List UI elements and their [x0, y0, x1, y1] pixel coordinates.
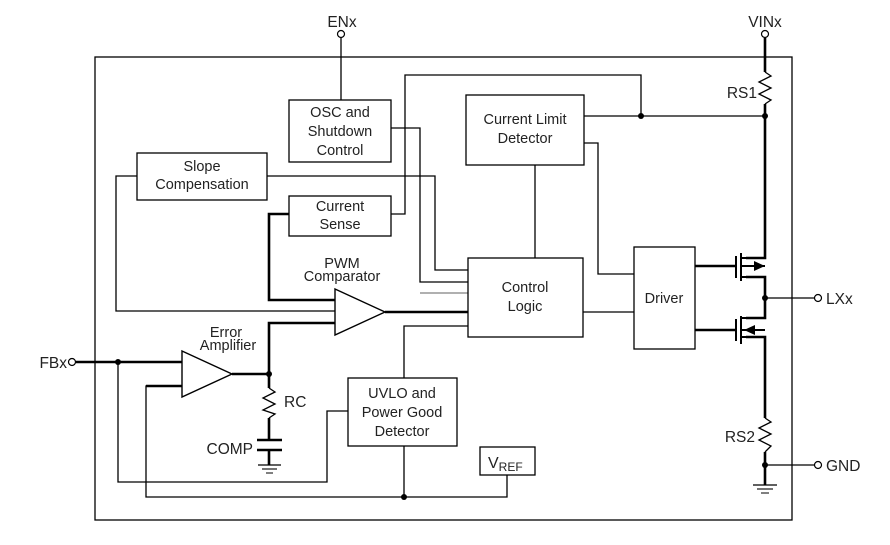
junction-dot: [115, 359, 121, 365]
ground-symbol-comp: [258, 464, 281, 474]
wire-sense-pwm: [267, 212, 335, 302]
block-osc-line3: Control: [317, 143, 364, 159]
block-uvlo-power-good: UVLO and Power Good Detector: [347, 377, 458, 447]
hs-fet-arrow-icon: [754, 261, 765, 271]
pin-gnd-label: GND: [826, 458, 860, 475]
wire-ea-pwm: [267, 321, 335, 374]
block-current-limit-detector: Current Limit Detector: [465, 94, 585, 166]
junction-dot: [266, 371, 272, 377]
rc-resistor: [261, 387, 277, 419]
block-slope-line1: Slope: [183, 159, 220, 175]
block-driver: Driver: [633, 246, 696, 350]
block-control-line1: Control: [502, 280, 549, 296]
block-osc-line1: OSC and: [310, 105, 370, 121]
low-side-mosfet: [735, 316, 765, 344]
block-control-logic: Control Logic: [467, 257, 584, 338]
pin-lxx-terminal: [813, 293, 823, 303]
rs1-label: RS1: [727, 85, 757, 102]
junction-dot: [762, 295, 768, 301]
block-vref: VREF: [479, 446, 536, 476]
error-amplifier-line2: Amplifier: [200, 338, 257, 354]
block-driver-label: Driver: [645, 291, 684, 307]
signal-wires: [115, 38, 817, 498]
pin-fbx-label: FBx: [39, 355, 67, 372]
junction-dot: [401, 494, 407, 500]
block-climit-line2: Detector: [498, 131, 553, 147]
block-uvlo-line3: Detector: [375, 424, 430, 440]
pin-lxx: LXx: [813, 291, 853, 308]
error-amplifier-line1: Error: [210, 325, 242, 341]
pin-vinx-terminal: [760, 29, 770, 39]
block-uvlo-line1: UVLO and: [368, 386, 436, 402]
rs2-resistor: [757, 417, 773, 453]
error-amplifier: Error Amplifier: [181, 325, 257, 399]
wire-slope-control: [267, 175, 468, 271]
wire-osc-control: [391, 127, 468, 283]
ls-fet-arrow-icon: [744, 325, 755, 335]
junction-dot: [638, 113, 644, 119]
block-slope-compensation: Slope Compensation: [136, 152, 268, 201]
wire-ea-out: [232, 372, 271, 388]
comp-label: COMP: [207, 441, 254, 458]
ground-symbol-gnd: [753, 484, 777, 494]
block-vref-label: VREF: [488, 455, 523, 474]
wire-uvlo-fb: [117, 362, 348, 483]
comp-capacitor: [257, 438, 282, 452]
wire-uvlo-control: [403, 325, 468, 378]
pwm-comparator-line2: Comparator: [304, 269, 381, 285]
rs2-label: RS2: [725, 429, 755, 446]
junction-dots: [115, 113, 768, 500]
pin-lxx-label: LXx: [826, 291, 853, 308]
junction-dot: [762, 462, 768, 468]
wire-slope-pwm: [115, 175, 335, 312]
block-sense-line1: Current: [316, 199, 364, 215]
block-current-sense: Current Sense: [288, 195, 392, 237]
pin-vinx-label: VINx: [748, 14, 782, 31]
block-control-line2: Logic: [508, 299, 543, 315]
junction-dot: [762, 113, 768, 119]
wire-climit-driver: [584, 142, 634, 275]
block-sense-line2: Sense: [319, 217, 360, 233]
wire-rs1-hsfet: [746, 104, 767, 260]
pwm-comparator-line1: PWM: [324, 256, 359, 272]
pin-enx-terminal: [336, 29, 346, 39]
error-amplifier-triangle: [181, 349, 234, 399]
block-slope-line2: Compensation: [155, 177, 249, 193]
pin-vinx: VINx: [748, 14, 782, 39]
chip-outline: [94, 56, 793, 521]
high-side-mosfet: [735, 253, 765, 281]
block-osc-line2: Shutdown: [308, 124, 373, 140]
pwm-comparator: PWM Comparator: [304, 256, 387, 337]
pin-enx-label: ENx: [327, 14, 357, 31]
pwm-comparator-triangle: [334, 287, 387, 337]
wire-lsfet-rs2: [746, 335, 767, 418]
pin-enx: ENx: [327, 14, 357, 39]
rs1-resistor: [757, 71, 773, 105]
pin-fbx: FBx: [39, 355, 77, 372]
wire-sense-rs1: [391, 74, 642, 215]
block-osc-shutdown: OSC and Shutdown Control: [288, 99, 392, 163]
pin-gnd-terminal: [813, 460, 823, 470]
pin-fbx-terminal: [67, 357, 77, 367]
block-climit-line1: Current Limit: [484, 112, 567, 128]
pin-gnd: GND: [813, 458, 860, 475]
block-uvlo-line2: Power Good: [362, 405, 443, 421]
rc-label: RC: [284, 394, 306, 411]
